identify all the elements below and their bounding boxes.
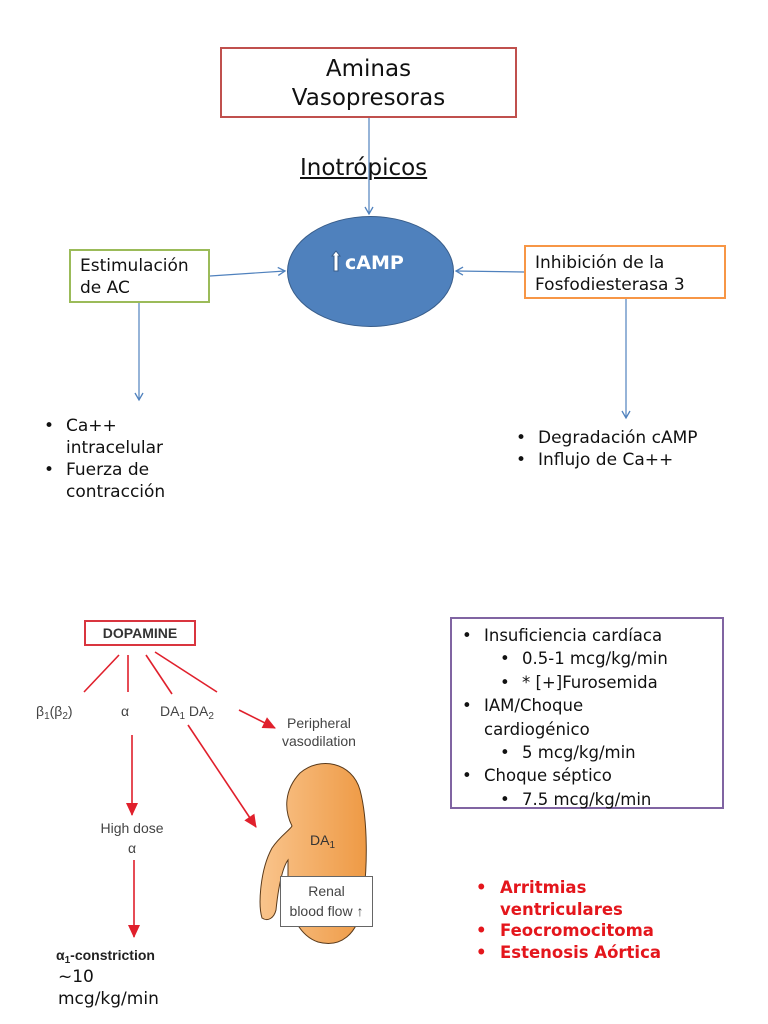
da2-to-peripheral-arrow [238,709,276,729]
effect-text: Ca++ [66,416,117,436]
indication-item: Choque séptico [458,764,722,788]
alpha-dose-label: ~10 mcg/kg/min [58,966,159,1010]
high-dose-label: High dose α [92,818,172,858]
da1-to-kidney-arrow [187,724,257,828]
beta-receptor-label: β1(β2) [36,703,73,722]
dose-item: 7.5 mcg/kg/min [458,788,722,812]
pde-box-line-1: Inhibición de la [535,253,665,273]
label-line: High dose [100,820,164,836]
list-item: Estenosis Aórtica [470,942,661,964]
contraindications-list: Arritmias ventriculares Feocromocitoma E… [470,877,661,963]
up-arrow-icon [330,250,342,272]
beta-sub: 2 [62,711,68,722]
subtitle-inotropicos: Inotrópicos [300,155,428,181]
beta-paren: (β [49,703,63,719]
alpha1-constriction-label: α1-constriction [56,947,155,966]
dopamine-to-beta-line [83,654,120,693]
kidney-da-sub: 1 [329,840,336,851]
title-line-1: Aminas [325,56,412,82]
list-item: Influjo de Ca++ [510,449,750,471]
pde-to-camp-arrow [454,266,525,276]
label-line: vasodilation [282,733,356,749]
list-item: Feocromocitoma [470,920,661,942]
contra-text: ventriculares [500,899,623,919]
beta-symbol: β [36,703,45,719]
indication-continuation: cardiogénico [484,719,590,739]
pde-effects-list: Degradación cAMP Influjo de Ca++ [510,427,750,471]
renal-blood-flow-box: Renal blood flow ↑ [280,876,373,927]
label-line: α [127,840,137,856]
title-box: Aminas Vasopresoras [220,47,517,118]
da1-text: DA [160,703,180,719]
dopamine-to-da2-line [154,651,218,693]
ac-box-line-2: de AC [80,278,130,298]
effect-text: Fuerza de [66,460,150,480]
contra-text: Arritmias [500,878,587,897]
dopamine-box: DOPAMINE [84,620,196,646]
dose-item: 0.5-1 mcg/kg/min [458,647,722,671]
dose-line: ~10 [58,967,94,987]
camp-label: cAMP [345,252,404,274]
kidney-da1-label: DA1 [310,832,335,851]
da-receptors-label: DA1 DA2 [160,703,214,722]
list-item: Arritmias ventriculares [470,877,661,920]
da2-sub: 2 [208,711,214,722]
beta-sub: 1 [44,711,50,722]
list-item: Fuerza de contracción [38,459,228,503]
peripheral-vasodilation-label: Peripheral vasodilation [282,714,356,750]
dose-line: mcg/kg/min [58,989,159,1009]
indication-item: Insuficiencia cardíaca [458,624,722,648]
dopamine-to-da1-line [145,654,173,695]
da1-sub: 1 [179,711,186,722]
da2-text: DA [188,703,209,719]
label-line: blood flow ↑ [289,903,364,919]
alpha-receptor-label: α [121,703,130,719]
dosing-box: Insuficiencia cardíaca 0.5-1 mcg/kg/min … [450,617,724,812]
kidney-da-text: DA [310,832,330,848]
dose-item: * [+]Furosemida [458,671,722,695]
pde3-inhibition-box: Inhibición de la Fosfodiesterasa 3 [524,245,726,299]
constriction-text: -constriction [70,947,155,963]
label-line: Renal [308,883,345,899]
dose-item: 5 mcg/kg/min [458,741,722,765]
title-line-2: Vasopresoras [291,85,446,111]
paren-close: ) [67,703,73,719]
indication-item: IAM/Choque [458,694,722,718]
effect-text: contracción [66,482,166,502]
ac-to-camp-arrow [209,266,287,277]
list-item: Ca++ intracelular [38,415,228,459]
ac-effects-list: Ca++ intracelular Fuerza de contracción [38,415,228,503]
effect-text: intracelular [66,438,164,458]
alpha-symbol: α [56,947,65,963]
pde-box-line-2: Fosfodiesterasa 3 [535,275,685,295]
camp-node [287,216,454,327]
ac-stimulation-box: Estimulación de AC [69,249,210,303]
alpha-sub: 1 [64,955,71,966]
list-item: Degradación cAMP [510,427,750,449]
camp-label-group: cAMP [330,250,404,274]
ac-box-line-1: Estimulación [80,256,189,276]
label-line: Peripheral [287,715,351,731]
